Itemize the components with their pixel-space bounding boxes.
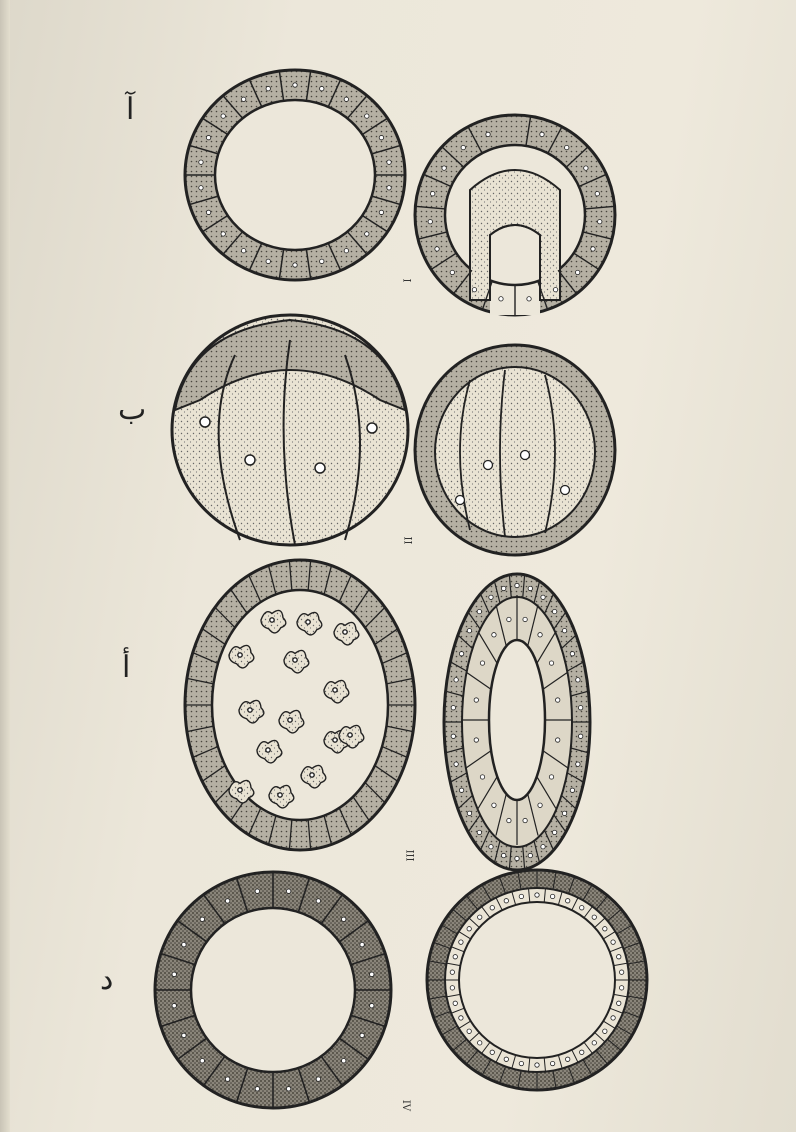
stage-3-left <box>185 560 415 850</box>
row-label-2: ب <box>118 392 146 427</box>
stage-1-blastula <box>185 70 405 280</box>
stage-numeral-4: IV <box>400 1100 411 1111</box>
stage-2-right <box>415 345 615 555</box>
stage-numeral-3: III <box>403 850 414 862</box>
row-label-4: د <box>100 962 113 997</box>
row-label-1: آ <box>126 92 134 127</box>
stage-numeral-2: II <box>401 537 412 545</box>
stage-3-right <box>444 574 590 870</box>
stage-numeral-1: I <box>400 279 411 283</box>
stage-4-left <box>155 872 391 1108</box>
row-label-3: أ <box>122 650 130 685</box>
stage-2-left <box>172 315 408 545</box>
stage-1-gastrula <box>415 115 615 315</box>
stage-4-right <box>427 870 647 1090</box>
